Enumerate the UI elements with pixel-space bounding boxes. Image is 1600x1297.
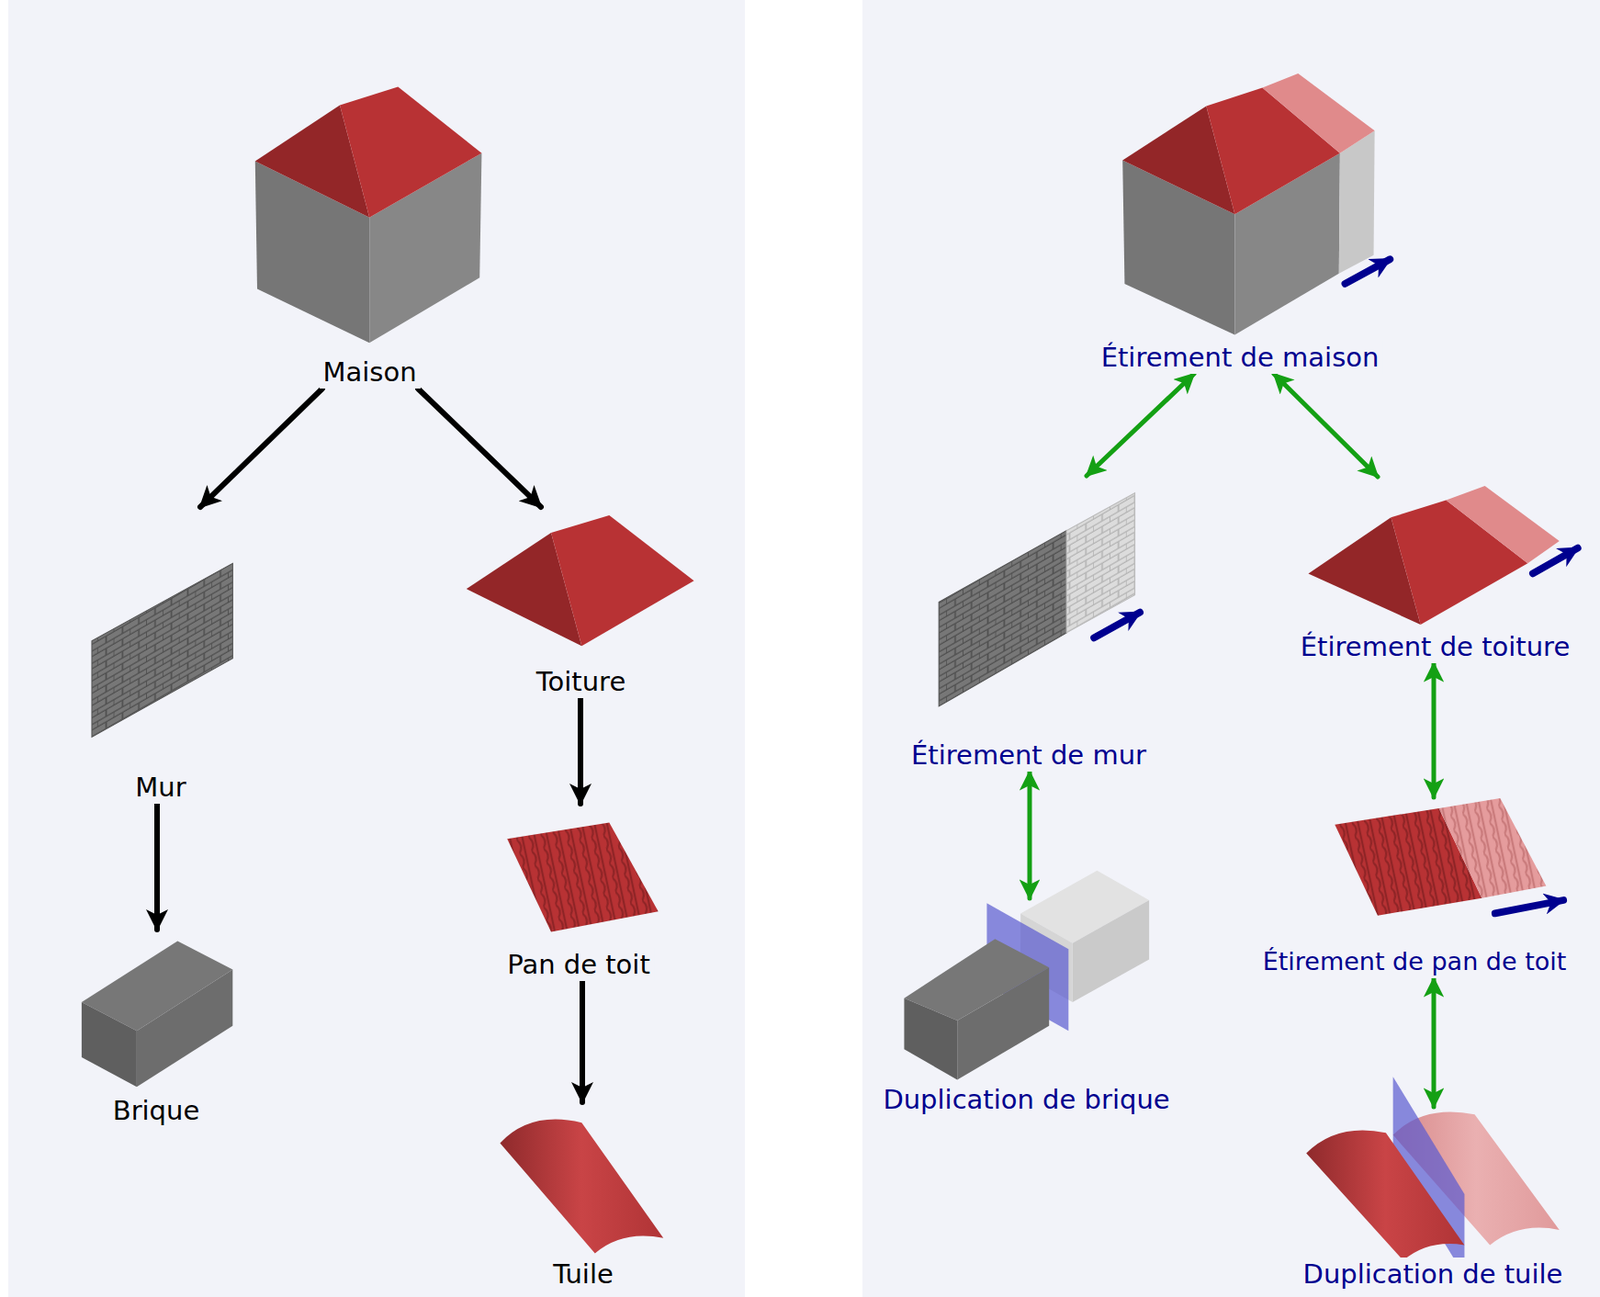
hierarchy-arrow <box>577 698 584 804</box>
illustrated-node: Étirement de mur <box>890 475 1167 772</box>
illustrated-node: Toiture <box>459 507 703 699</box>
illustrated-node: Pan de toit <box>486 803 671 981</box>
relation-arrow <box>1273 373 1378 477</box>
node-label: Duplication de brique <box>878 1082 1173 1116</box>
illustrated-node: Étirement de toiture <box>1276 476 1594 664</box>
relation-arrow <box>1431 663 1437 798</box>
node-label: Étirement de toiture <box>1296 630 1574 664</box>
illustrated-node: Étirement de pan de toit <box>1230 797 1599 979</box>
node-label: Maison <box>318 355 420 389</box>
node-label: Duplication de tuile <box>1299 1257 1567 1291</box>
node-label: Pan de toit <box>503 947 654 981</box>
node-label: Tuile <box>549 1257 618 1291</box>
node-label: Étirement de maison <box>1097 340 1384 374</box>
hierarchy-arrow <box>417 388 541 508</box>
illustrated-node: Brique <box>73 929 239 1127</box>
node-label: Étirement de mur <box>907 738 1150 772</box>
illustrated-node: Étirement de maison <box>1079 68 1401 374</box>
relation-arrow <box>1027 771 1033 899</box>
node-label: Toiture <box>532 664 630 699</box>
hierarchy-arrow <box>154 803 160 930</box>
hierarchy-arrow <box>579 980 586 1103</box>
illustrated-node: Duplication de tuile <box>1285 1106 1580 1291</box>
relation-arrow <box>1431 978 1437 1107</box>
hierarchy-arrow <box>200 388 323 508</box>
illustrated-node: Tuile <box>491 1102 676 1291</box>
illustrated-node: Mur <box>78 507 244 804</box>
node-label: Étirement de pan de toit <box>1259 945 1571 979</box>
illustrated-node: Duplication de brique <box>863 898 1190 1116</box>
node-label: Mur <box>131 770 190 804</box>
relation-arrow <box>1086 373 1195 476</box>
illustrated-node: Maison <box>247 78 492 389</box>
node-label: Brique <box>109 1093 204 1127</box>
